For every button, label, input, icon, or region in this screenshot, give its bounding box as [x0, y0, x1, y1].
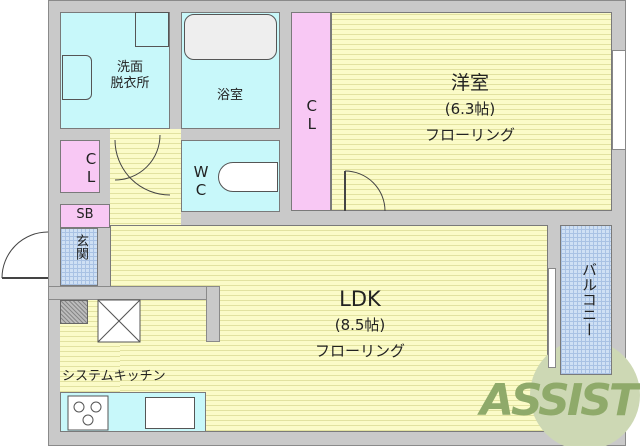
balcony [560, 225, 612, 375]
toilet-label: WC [192, 162, 210, 199]
balcony-window [548, 268, 556, 368]
pipe-space [60, 300, 88, 324]
washroom [60, 12, 170, 129]
refrigerator-space [97, 299, 141, 343]
western-room-size: (6.3帖) [444, 100, 496, 118]
entrance-door-swing [1, 231, 49, 279]
ldk-name: LDK [339, 287, 381, 311]
entrance-label: 玄関 [73, 234, 88, 260]
watermark-logo: ASSIST [480, 330, 640, 446]
ldk-size: (8.5帖) [334, 316, 386, 334]
bathroom-label: 浴室 [216, 88, 243, 103]
closet-small-label: CL [82, 149, 100, 186]
kitchen-wall-stub [206, 286, 220, 342]
shoe-box-label: SB [76, 207, 94, 222]
window [612, 50, 626, 150]
ldk-floor: フローリング [314, 342, 405, 360]
sink [145, 397, 195, 429]
shoe-box [60, 204, 110, 228]
hallway [110, 129, 181, 229]
closet-small [60, 140, 100, 193]
closet-large [291, 12, 331, 211]
ldk [110, 225, 548, 432]
entrance [60, 228, 98, 286]
hallway-door-swing [114, 134, 171, 196]
watermark-text: ASSIST [480, 375, 639, 426]
washroom-label-line1: 洗面 [116, 60, 143, 75]
washroom-label: 洗面脱衣所 [95, 60, 165, 93]
stove-icon [67, 395, 109, 431]
toilet-bowl [218, 162, 278, 192]
balcony-label: バルコニー [580, 262, 598, 337]
western-room [331, 12, 612, 211]
washroom-label-line2: 脱衣所 [110, 76, 150, 92]
closet-large-label: CL [302, 97, 321, 133]
kitchen-label: システムキッチン [62, 369, 166, 384]
washbasin [62, 55, 92, 100]
western-room-name: 洋室 [450, 72, 489, 94]
washing-machine-pan [135, 12, 169, 47]
western-room-floor: フローリング [424, 126, 515, 144]
bathtub [184, 14, 277, 60]
western-room-door-swing [344, 170, 386, 212]
kitchen-wall [48, 286, 220, 300]
